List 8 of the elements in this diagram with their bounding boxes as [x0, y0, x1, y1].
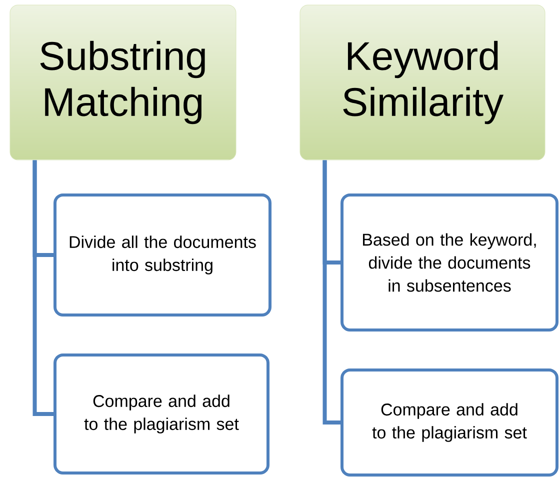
step-box: Divide all the documents into substring: [54, 194, 272, 316]
step-box: Compare and add to the plagiarism set: [340, 368, 558, 476]
step-box: Based on the keyword, divide the documents in subsentences: [340, 194, 558, 332]
heading-box: Substring Matching: [10, 4, 236, 160]
heading-box: Keyword Similarity: [300, 4, 546, 160]
connector-line: [32, 160, 54, 416]
step-box: Compare and add to the plagiarism set: [54, 354, 270, 474]
connector-line: [322, 160, 340, 424]
